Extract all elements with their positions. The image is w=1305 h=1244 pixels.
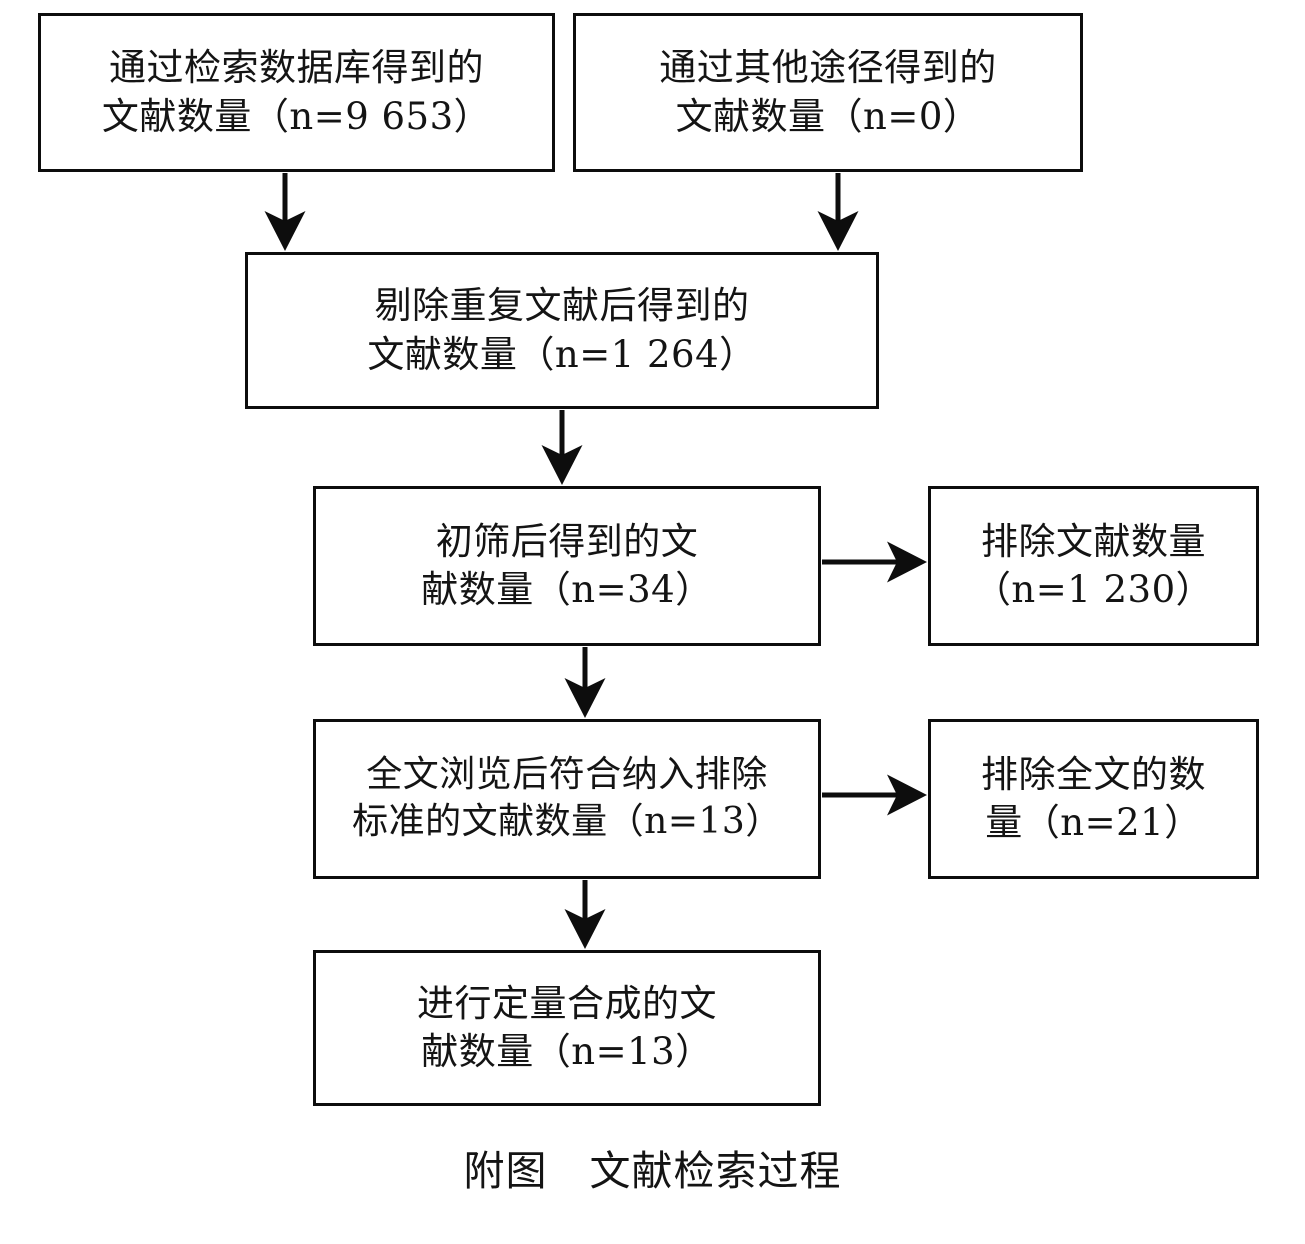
node-full-text-excluded-label: 排除全文的数 量（n=21） (981, 752, 1206, 844)
node-studies-included-quantitative-label: 进行定量合成的文 献数量（n=13） (417, 981, 717, 1073)
figure-caption: 附图 文献检索过程 (463, 1147, 842, 1195)
node-records-from-other-sources: 通过其他途径得到的 文献数量（n=0） (573, 13, 1083, 172)
node-studies-included-quantitative: 进行定量合成的文 献数量（n=13） (313, 950, 821, 1106)
node-full-text-excluded: 排除全文的数 量（n=21） (928, 719, 1259, 879)
node-records-screened: 初筛后得到的文 献数量（n=34） (313, 486, 821, 646)
node-records-from-databases-label: 通过检索数据库得到的 文献数量（n=9 653） (101, 46, 492, 138)
node-records-excluded-label: 排除文献数量 （n=1 230） (973, 519, 1214, 611)
node-full-text-assessed: 全文浏览后符合纳入排除 标准的文献数量（n=13） (313, 719, 821, 879)
node-records-from-other-sources-label: 通过其他途径得到的 文献数量（n=0） (659, 46, 997, 138)
node-records-from-databases: 通过检索数据库得到的 文献数量（n=9 653） (38, 13, 555, 172)
node-records-after-duplicates-removed: 剔除重复文献后得到的 文献数量（n=1 264） (245, 252, 879, 409)
node-records-screened-label: 初筛后得到的文 献数量（n=34） (421, 519, 713, 611)
node-full-text-assessed-label: 全文浏览后符合纳入排除 标准的文献数量（n=13） (352, 754, 782, 842)
node-records-after-duplicates-removed-label: 剔除重复文献后得到的 文献数量（n=1 264） (367, 284, 757, 376)
node-records-excluded: 排除文献数量 （n=1 230） (928, 486, 1259, 646)
